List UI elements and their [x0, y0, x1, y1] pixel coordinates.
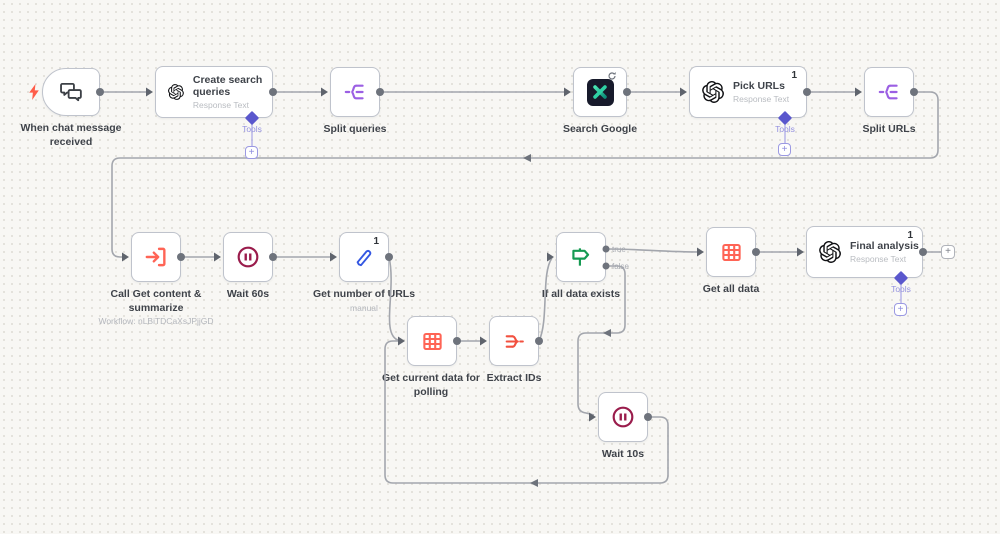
pause-icon — [612, 406, 634, 428]
openai-icon — [168, 84, 184, 100]
items-count-badge: 1 — [791, 70, 797, 81]
node-extract-ids[interactable] — [489, 316, 539, 366]
edit-fields-pen-icon — [356, 250, 372, 267]
if-signpost-icon — [572, 248, 590, 266]
branch-labels: true false — [612, 245, 629, 271]
node-wait-10[interactable] — [598, 392, 648, 442]
tools-port-label: Tools — [891, 284, 911, 294]
items-count-badge: 1 — [907, 230, 913, 241]
tools-port-label: Tools — [775, 124, 795, 134]
chat-bubbles-icon — [60, 82, 82, 102]
node-if-all-data-exists[interactable] — [556, 232, 606, 282]
node-label-wait-60: Wait 60s — [226, 288, 270, 300]
false-branch-label: false — [612, 262, 629, 271]
node-title: Pick URLs — [733, 79, 785, 92]
node-get-all-data[interactable] — [706, 227, 756, 277]
node-label-text: Call Get content & summarize — [110, 288, 202, 314]
node-label-split-urls: Split URLs — [862, 123, 916, 135]
table-icon — [721, 243, 741, 261]
node-title: Create search queries — [192, 73, 263, 98]
split-out-icon — [878, 84, 898, 100]
node-label-if-exists: If all data exists — [541, 288, 621, 300]
manual-subtitle: manual — [350, 302, 378, 313]
node-label-extract-ids: Extract IDs — [486, 372, 542, 384]
node-get-current-data[interactable] — [407, 316, 457, 366]
add-tool-button[interactable]: + — [778, 143, 791, 156]
node-create-search-queries[interactable]: Create search queries Response Text — [155, 66, 273, 118]
node-split-urls[interactable] — [864, 67, 914, 117]
retry-icon — [608, 72, 616, 80]
node-label-search-google: Search Google — [562, 123, 638, 135]
table-icon — [422, 332, 442, 350]
node-pick-urls[interactable]: Pick URLs Response Text 1 — [689, 66, 807, 118]
items-count-badge: 1 — [373, 236, 379, 247]
node-label-text: Get number of URLs — [312, 288, 416, 300]
node-call-workflow[interactable] — [131, 232, 181, 282]
trigger-lightning-icon — [29, 84, 39, 100]
node-subtitle: Response Text — [733, 94, 790, 105]
node-label-split-queries: Split queries — [323, 123, 387, 135]
node-chat-trigger[interactable] — [42, 68, 100, 116]
node-wait-60[interactable] — [223, 232, 273, 282]
tools-port-label: Tools — [242, 124, 262, 134]
node-get-number-of-urls[interactable]: 1 — [339, 232, 389, 282]
openai-icon — [819, 241, 841, 263]
add-next-node-button[interactable]: + — [941, 245, 955, 259]
node-label-get-number: Get number of URLs manual — [299, 288, 429, 314]
node-final-analysis[interactable]: Final analysis Response Text 1 — [806, 226, 923, 278]
node-label-get-all-data: Get all data — [702, 283, 760, 295]
openai-icon — [702, 81, 724, 103]
node-label-call-workflow: Call Get content & summarize Workflow: n… — [96, 288, 216, 327]
node-title: Final analysis — [850, 239, 919, 252]
split-out-icon — [344, 84, 364, 100]
search-google-icon — [586, 78, 614, 106]
execute-workflow-icon — [145, 247, 166, 267]
add-tool-button[interactable]: + — [894, 303, 907, 316]
node-subtitle: Response Text — [192, 100, 249, 111]
node-label-wait-10: Wait 10s — [601, 448, 645, 460]
aggregate-icon — [505, 334, 524, 348]
add-tool-button[interactable]: + — [245, 146, 258, 159]
node-split-queries[interactable] — [330, 67, 380, 117]
pause-icon — [237, 246, 259, 268]
true-branch-label: true — [612, 245, 626, 254]
node-search-google[interactable] — [573, 67, 627, 117]
workflow-id-subtitle: Workflow: nLBiTDCaXsJPjjGD — [98, 316, 214, 327]
node-label-chat-trigger: When chat message received — [20, 122, 122, 148]
node-subtitle: Response Text — [850, 254, 907, 265]
